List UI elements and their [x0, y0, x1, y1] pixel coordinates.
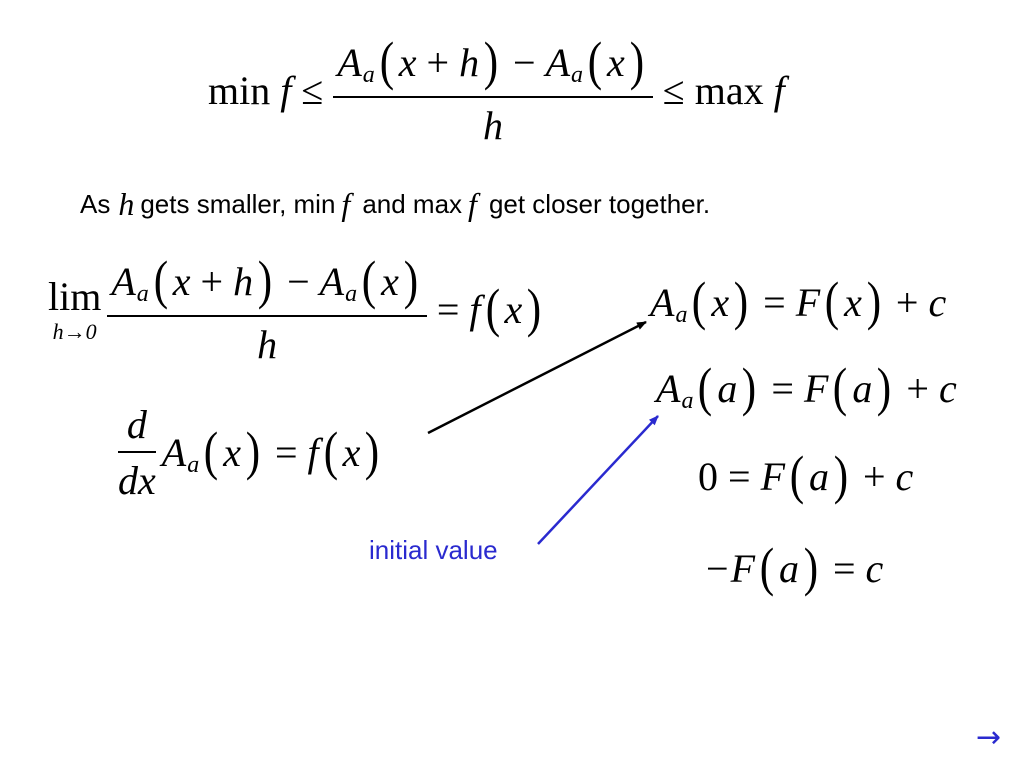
next-slide-arrow-icon[interactable]: → [976, 720, 1002, 755]
derivative-to-antiderivative-arrow [427, 320, 647, 435]
leq-symbol: ≤ [301, 68, 324, 113]
max-word: max [694, 68, 764, 113]
f-symbol-2: f [773, 68, 785, 113]
initial-value-arrow [537, 415, 659, 545]
equation-negFa-c: − F ( a ) = c [706, 537, 884, 597]
equation-zero-Fa-c: 0 = F ( a ) + c [698, 445, 914, 505]
leq-symbol-2: ≤ [662, 68, 685, 113]
explanation-sentence: As h gets smaller, min f and max f get c… [80, 186, 711, 222]
min-word: min [208, 68, 271, 113]
f-symbol: f [280, 68, 292, 113]
d-dx-operator: d dx [118, 402, 156, 503]
limit-operator: lim h→0 [48, 274, 102, 344]
initial-value-label: initial value [369, 535, 498, 565]
